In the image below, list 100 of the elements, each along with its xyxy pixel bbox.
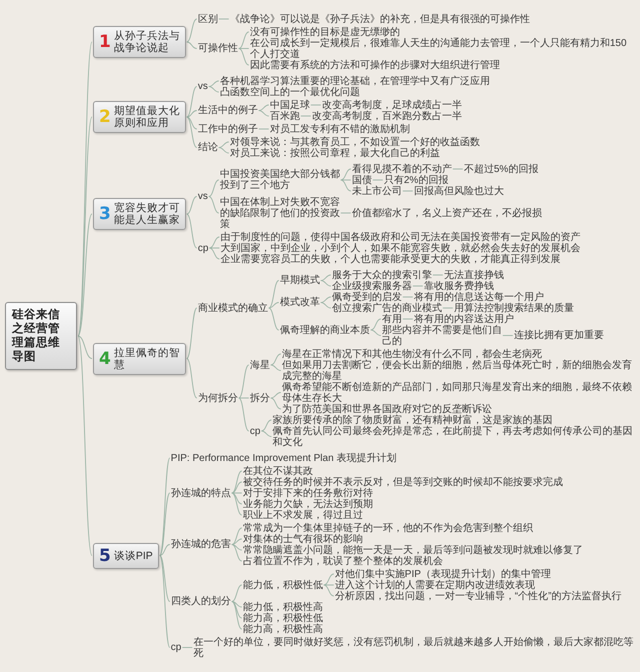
branch-line — [231, 584, 242, 602]
branch-line — [258, 110, 270, 116]
topic-title: 拉里佩奇的智慧 — [114, 346, 180, 370]
main-topic-box — [93, 26, 186, 58]
branch-line — [238, 364, 250, 398]
branch-line — [159, 555, 170, 602]
subtopic-text: 能力低，积极性低 — [242, 580, 323, 590]
subtopic-text: 对员工来说：按照公司章程，最大化自己的利益 — [230, 148, 440, 158]
branch-line — [340, 180, 352, 192]
subtopic-text: 只有2%的回报 — [384, 174, 448, 186]
subtopic-text: 凸函数空间上的一个最优化问题 — [220, 86, 360, 98]
branch-line — [231, 601, 242, 618]
branch-line — [402, 190, 414, 192]
topic-title: 宽容失败才可能是人生赢家 — [114, 202, 180, 226]
subtopic-text: 价值都缩水了，名义上资产还在，不必报损 — [352, 208, 542, 218]
topic-title: 谈谈PIP — [114, 550, 153, 562]
subtopic-text: 各种机器学习算法重要的理论基础，在管理学中又有广泛应用 — [220, 76, 490, 86]
branch-line — [320, 274, 332, 281]
branch-line — [238, 32, 250, 49]
branch-line — [78, 336, 92, 556]
subtopic-text: 对员工发专利有不错的激励机制 — [270, 124, 410, 134]
branch-line — [231, 544, 242, 550]
branch-line — [208, 236, 220, 248]
topic-number: 3 — [99, 205, 111, 223]
subtopic-text: cp — [170, 642, 182, 653]
branch-line — [231, 538, 242, 545]
branch-line — [260, 420, 272, 432]
subtopic-text: 《战争论》可以说是《孙子兵法》的补充，但是具有很强的可操作性 — [230, 14, 530, 24]
branch-line — [270, 392, 282, 398]
topic-number: 4 — [99, 350, 111, 368]
subtopic-text: cp — [250, 426, 260, 436]
subtopic-text: 工作中的例子 — [198, 124, 258, 134]
subtopic-text: 佩奇理解的商业本质 — [280, 324, 370, 336]
subtopic-text: 但如果用刀去割断它，便会长出新的细胞，然后当母体死亡时，新的细胞会发育成完整的海星 — [282, 360, 636, 382]
subtopic-text: 模式改革 — [280, 297, 320, 308]
subtopic-text: 中国在体制上对失败不宽容的缺陷限制了他们的投资政策 — [220, 196, 340, 230]
branch-line — [268, 302, 280, 308]
main-topic-box — [93, 542, 159, 568]
subtopic-text: 企业级搜索服务器 — [332, 280, 412, 292]
branch-line — [370, 318, 382, 330]
subtopic-text: 未上市公司 — [352, 186, 402, 196]
branch-line — [258, 104, 270, 111]
subtopic-text: 用算法控制搜索结果的质量 — [454, 302, 574, 314]
subtopic-text: 早期模式 — [280, 275, 320, 286]
subtopic-text: 佩奇首先认同公司最终会死掉是常态，在此前提下，再去考虑如何传承公司的基因和文化 — [272, 426, 636, 448]
branch-line — [186, 86, 198, 118]
branch-line — [186, 196, 198, 214]
subtopic-text: 对领导来说：与其教育员工，不如设置一个好的收益函数 — [230, 136, 480, 148]
subtopic-text: 区别 — [198, 14, 218, 24]
subtopic-text: 能力低，积极性高 — [242, 602, 323, 612]
branch-line — [218, 142, 230, 148]
topic-number: 2 — [99, 108, 111, 126]
subtopic-text: 百米跑 — [270, 110, 300, 122]
branch-line — [258, 128, 270, 130]
subtopic-text: 能力高，积极性低 — [242, 612, 323, 624]
subtopic-text: 中国足球 — [270, 100, 310, 110]
branch-line — [78, 116, 92, 336]
branch-line — [231, 470, 242, 494]
main-topic-box — [93, 101, 186, 133]
branch-line — [186, 308, 198, 359]
branch-line — [238, 48, 250, 66]
branch-line — [159, 492, 170, 556]
main-topic-box — [93, 342, 186, 374]
subtopic-text: 没有可操作性的目标是虚无缥缈的 — [250, 26, 400, 38]
subtopic-text: 佩奇受到的启发 — [332, 292, 402, 302]
branch-line — [270, 354, 282, 366]
subtopic-text: 大到国家，中到企业，小到个人，如果不能宽容失败，就必然会失去好的发展机会 — [220, 242, 580, 254]
branch-line — [186, 116, 198, 148]
branch-line — [270, 398, 282, 410]
branch-line — [238, 398, 250, 432]
branch-line — [78, 42, 92, 336]
branch-line — [270, 364, 282, 371]
branch-line — [402, 296, 414, 298]
subtopic-text: 由于制度性的问题，使得中国各级政府和公司无法在美国投资带有一定风险的资产 — [220, 232, 580, 242]
branch-line — [320, 280, 332, 286]
branch-line — [218, 147, 230, 154]
subtopic-text: 可操作性 — [198, 43, 238, 54]
branch-line — [502, 335, 514, 336]
subtopic-text: 被交待任务的时候并不表示反对，但是等到交账的时候却不能按要求完成 — [242, 476, 563, 488]
subtopic-text: 常常隐瞒遮盖小问题，能拖一天是一天，最后等到问题被发现时就难以修复了 — [242, 544, 583, 556]
branch-line — [320, 302, 332, 308]
subtopic-text: 将有用的信息送达每一个用户 — [414, 292, 544, 302]
topic-title: 期望值最大化原则和应用 — [114, 105, 180, 129]
subtopic-text: 在公司成长到一定规模后，很难靠人天生的沟通能力去管理，一个人只能有精力和150个人打交道 — [250, 38, 636, 60]
branch-line — [208, 180, 220, 197]
subtopic-text: 企业需要宽容员工的失败，个人也需要能承受更大的失败，才能真正得到发展 — [220, 254, 560, 264]
branch-line — [231, 492, 242, 494]
branch-line — [231, 601, 242, 608]
subtopic-text: 海星在正常情况下和其他生物没有什么不同，都会生老病死 — [282, 348, 542, 360]
subtopic-text: 因此需要有系统的方法和可操作的步骤对大组织进行管理 — [250, 60, 500, 70]
subtopic-text: 业务能力欠缺，无法达到预期 — [242, 498, 373, 510]
branch-line — [340, 168, 352, 180]
branch-line — [231, 492, 242, 504]
branch-line — [323, 574, 334, 586]
branch-line — [78, 214, 92, 336]
branch-line — [323, 584, 334, 586]
subtopic-text: 分析原因，找出问题，一对一专业辅导，“个性化”的方法监督执行 — [334, 590, 622, 602]
subtopic-text: vs — [198, 81, 208, 92]
subtopic-text: PIP: Performance Improvement Plan 表现提升计划 — [170, 452, 396, 464]
branch-line — [186, 214, 198, 248]
